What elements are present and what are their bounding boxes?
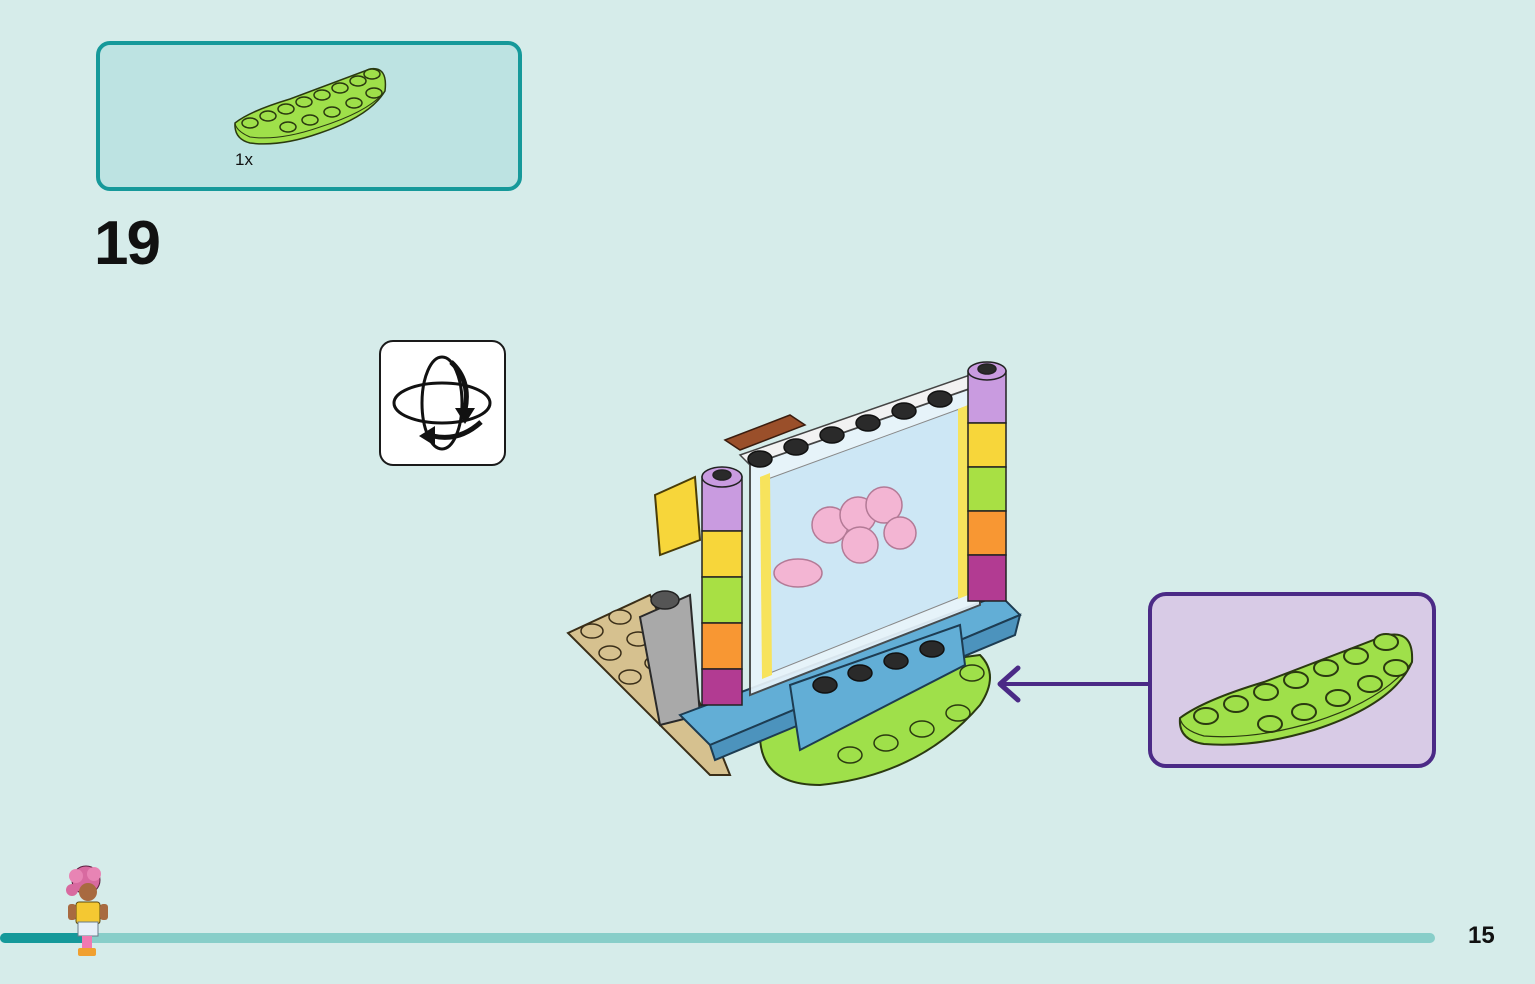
part-quantity: 1x xyxy=(235,150,253,169)
parts-list-box: 1x xyxy=(96,41,522,191)
progress-fill xyxy=(0,933,86,943)
arrow-left-icon xyxy=(997,665,1150,703)
rotate-model-icon xyxy=(392,355,492,451)
minifigure-icon xyxy=(66,865,108,956)
progress-track xyxy=(0,933,1435,943)
page-number: 15 xyxy=(1468,922,1495,949)
model-assembly xyxy=(566,361,1022,787)
rotate-model-box xyxy=(379,340,506,466)
step-number: 19 xyxy=(94,209,161,278)
lime-curved-plate-icon xyxy=(1178,633,1414,746)
lime-curved-plate-icon xyxy=(234,67,387,145)
part-callout-box xyxy=(1148,592,1436,768)
